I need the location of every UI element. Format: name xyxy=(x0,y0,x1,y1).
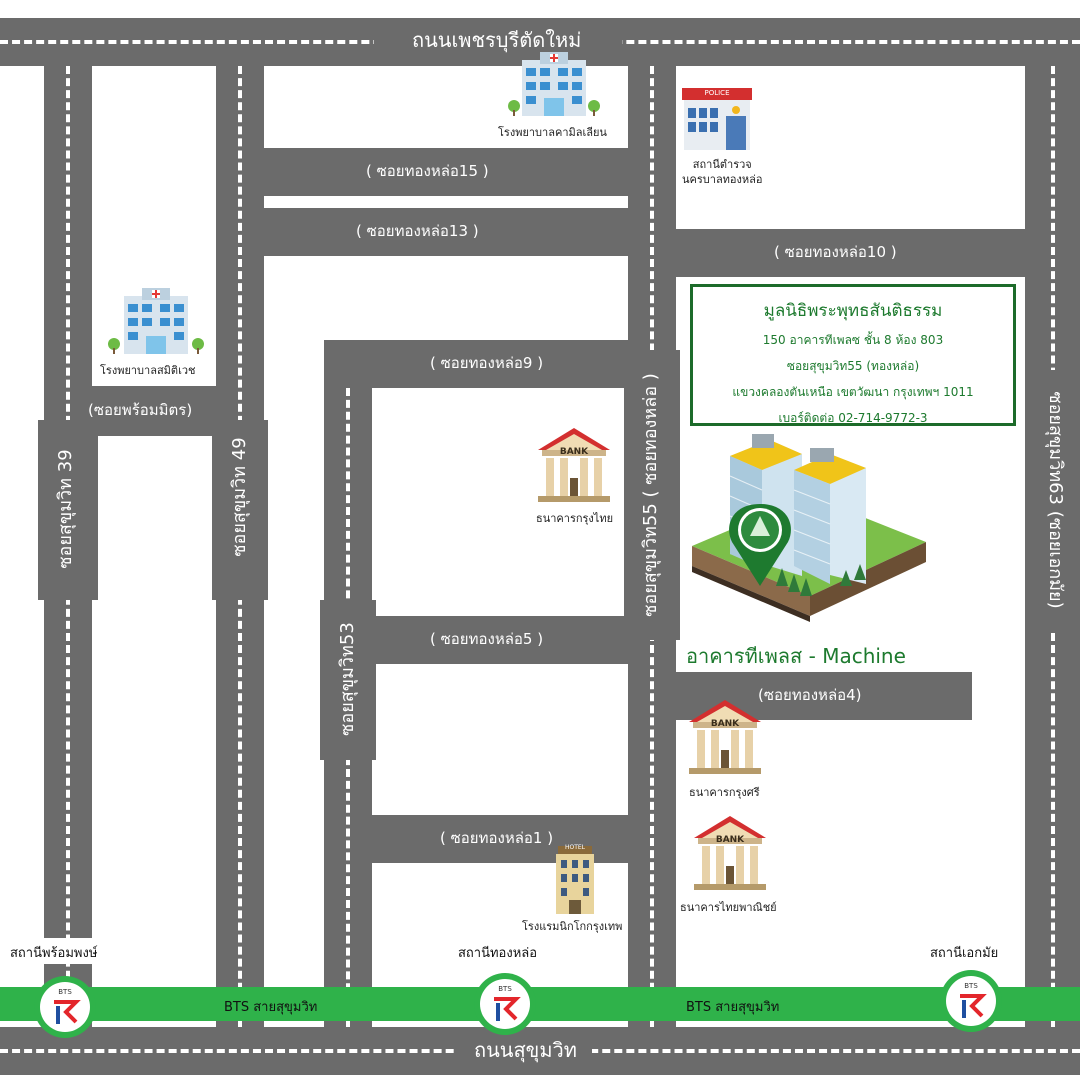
hotel-icon xyxy=(556,846,594,914)
bank-icon xyxy=(689,700,761,774)
road-label-thonglor-1: ( ซอยทองหล่อ1 ) xyxy=(440,829,554,847)
place-label-krungsri: ธนาคารกรุงศรี xyxy=(689,786,760,799)
bank-sign-text: BANK xyxy=(559,447,589,457)
bank-sign-text: BANK xyxy=(710,719,740,729)
foundation-address-line-1: 150 อาคารทีเพลซ ชั้น 8 ห้อง 803 xyxy=(762,333,944,347)
bank-icon xyxy=(694,816,766,890)
place-label-krungthai: ธนาคารกรุงไทย xyxy=(536,512,614,525)
bts-station-thonglor: BTS xyxy=(474,973,536,1035)
bts-logo-icon: BTS xyxy=(946,976,996,1026)
road-thonglor-15 xyxy=(264,148,628,196)
bts-logo-text: BTS xyxy=(964,982,978,990)
road-label-soi-49-bg xyxy=(212,420,268,600)
station-label-ekkamai: สถานีเอกมัย xyxy=(930,946,999,961)
road-label-phetchaburi: ถนนเพชรบุรีตัดใหม่ xyxy=(412,28,582,52)
road-label-soi-55: ซอยสุขุมวิท55 ( ซอยทองหล่อ ) xyxy=(640,373,661,617)
place-label-scb: ธนาคารไทยพาณิชย์ xyxy=(680,901,777,914)
road-label-sukhumvit: ถนนสุขุมวิท xyxy=(474,1038,577,1062)
road-label-thonglor-15: ( ซอยทองหล่อ15 ) xyxy=(366,162,489,180)
road-label-soi-53-bg xyxy=(320,600,376,760)
bank-icon xyxy=(538,428,610,502)
road-thonglor-9 xyxy=(324,340,628,388)
place-label-nikko: โรงแรมนิกโกกรุงเทพ xyxy=(522,920,623,933)
foundation-address-line-3: แขวงคลองตันเหนือ เขตวัฒนา กรุงเทพฯ 1011 xyxy=(732,385,974,399)
police-sign-text: POLICE xyxy=(704,89,730,97)
station-label-bg xyxy=(6,938,120,964)
road-label-thonglor-9: ( ซอยทองหล่อ9 ) xyxy=(430,354,544,372)
road-thonglor-10 xyxy=(676,229,1025,277)
place-label-police-line1: สถานีตำรวจ xyxy=(692,158,752,171)
place-label-police: สถานีตำรวจ นครบาลทองหล่อ xyxy=(682,158,763,188)
road-label-sukhumvit-bg xyxy=(456,1031,592,1071)
place-label-samitivej: โรงพยาบาลสมิติเวช xyxy=(100,364,196,377)
road-label-thonglor-4: (ซอยทองหล่อ4) xyxy=(758,686,862,704)
road-thonglor-5 xyxy=(372,616,628,664)
hospital-icon xyxy=(108,288,204,354)
road-label-thonglor-5: ( ซอยทองหล่อ5 ) xyxy=(430,630,544,648)
bts-logo-icon: BTS xyxy=(480,979,530,1029)
bts-line-label-1: BTS สายสุขุมวิท xyxy=(224,1000,318,1015)
road-thonglor-13 xyxy=(264,208,628,256)
bank-sign-text: BANK xyxy=(715,835,745,845)
hospital-icon xyxy=(508,52,600,116)
station-label-phrom-phong: สถานีพร้อมพงษ์ xyxy=(10,946,98,961)
road-label-soi-49: ซอยสุขุมวิท 49 xyxy=(229,437,250,557)
police-station-icon xyxy=(682,88,752,150)
station-label-thonglor: สถานีทองหล่อ xyxy=(458,946,538,961)
road-label-thonglor-13: ( ซอยทองหล่อ13 ) xyxy=(356,222,479,240)
bts-station-ekkamai: BTS xyxy=(940,970,1002,1032)
building-title: อาคารทีเพลส - Machine xyxy=(686,644,906,668)
road-label-soi-55-bg xyxy=(624,350,680,640)
road-label-thonglor-10: ( ซอยทองหล่อ10 ) xyxy=(774,243,897,261)
foundation-phone: เบอร์ติดต่อ 02-714-9772-3 xyxy=(778,411,928,425)
bts-sukhumvit-line xyxy=(0,987,1080,1021)
bts-logo-text: BTS xyxy=(58,988,72,996)
place-label-police-line2: นครบาลทองหล่อ xyxy=(682,172,763,186)
building-illustration xyxy=(692,434,926,622)
road-label-soi-39: ซอยสุขุมวิท 39 xyxy=(55,449,76,569)
road-label-soi-39-bg xyxy=(38,420,98,600)
road-label-phetchaburi-bg xyxy=(374,22,622,62)
bts-station-phrom-phong: BTS xyxy=(34,976,96,1038)
road-label-soi-63-bg xyxy=(1025,370,1080,630)
bts-logo-icon: BTS xyxy=(40,982,90,1032)
hotel-sign-text: HOTEL xyxy=(564,844,586,851)
road-label-soi-53: ซอยสุขุมวิท53 xyxy=(337,622,358,736)
foundation-address-line-2: ซอยสุขุมวิท55 (ทองหล่อ) xyxy=(786,359,920,373)
foundation-info-box: มูลนิธิพระพุทธสันติธรรม 150 อาคารทีเพลซ … xyxy=(690,284,1016,426)
place-label-camillian: โรงพยาบาลคามิลเลียน xyxy=(498,126,607,139)
road-label-soi-63: ซอยสุขุมวิท63 (ซอยเอกมัย) xyxy=(1045,391,1066,609)
road-label-phrom-mit: (ซอยพร้อมมิตร) xyxy=(88,401,193,419)
foundation-name: มูลนิธิพระพุทธสันติธรรม xyxy=(763,301,943,321)
bts-line-label-2: BTS สายสุขุมวิท xyxy=(686,1000,780,1015)
bts-logo-text: BTS xyxy=(498,985,512,993)
